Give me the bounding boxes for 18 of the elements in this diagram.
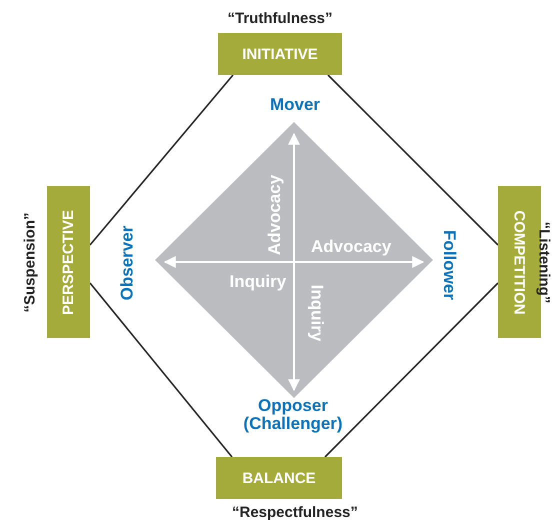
connector-line: [89, 74, 234, 246]
axis-label: Inquiry: [230, 272, 286, 292]
axis-label: Advocacy: [265, 174, 286, 256]
connector-line: [327, 74, 499, 246]
label-box: BALANCE: [216, 457, 342, 499]
quote-text: “Suspension”: [22, 212, 38, 312]
role-label: Follower: [440, 230, 458, 300]
label-box: INITIATIVE: [218, 33, 342, 75]
role-label: Observer: [118, 226, 136, 300]
quote-text: “Respectfulness”: [232, 504, 358, 520]
label-box: PERSPECTIVE: [47, 186, 90, 338]
role-label: Opposer (Challenger): [242, 397, 344, 433]
axis-label: Inquiry: [306, 284, 326, 342]
connector-line: [324, 282, 499, 458]
connector-line: [89, 282, 233, 458]
role-label: Mover: [268, 96, 322, 114]
quote-text: “Truthfulness”: [228, 10, 333, 26]
axis-label: Advocacy: [311, 237, 392, 257]
